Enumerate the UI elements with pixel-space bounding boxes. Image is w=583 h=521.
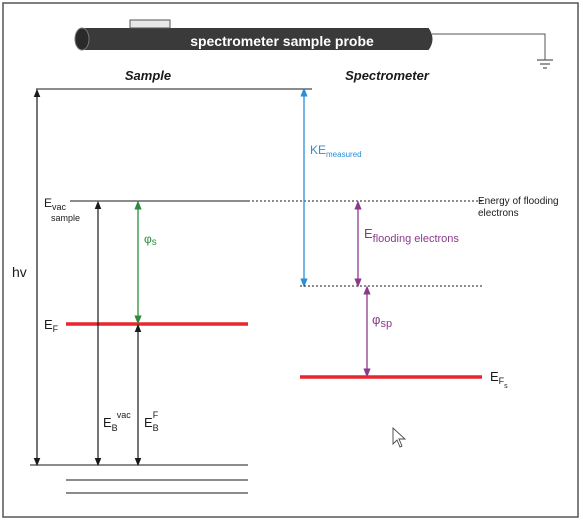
evac-label: Evac bbox=[44, 196, 67, 212]
hv-label: hv bbox=[12, 264, 27, 280]
ke-measured-label: KEmeasured bbox=[310, 143, 362, 159]
mouse-pointer-icon bbox=[392, 426, 407, 448]
phi-s-label: φs bbox=[144, 232, 157, 248]
probe-label: spectrometer sample probe bbox=[190, 33, 374, 49]
flooding-note-line1: Energy of flooding bbox=[478, 196, 559, 207]
sample-probe: spectrometer sample probe bbox=[74, 19, 546, 60]
spectrometer-heading: Spectrometer bbox=[345, 68, 430, 83]
flooding-note-line2: electrons bbox=[478, 208, 519, 219]
flooding-energy-label: Eflooding electrons bbox=[364, 226, 459, 245]
ground-symbol-icon bbox=[537, 59, 553, 69]
sample-holder bbox=[129, 19, 171, 29]
ebvac-label: EBvac bbox=[103, 410, 131, 433]
efs-label: EFs bbox=[490, 369, 508, 390]
ef-label: EF bbox=[44, 317, 59, 334]
ebf-label: EBF bbox=[144, 410, 159, 433]
sample-heading: Sample bbox=[125, 68, 171, 83]
evac-sample-label: sample bbox=[51, 213, 80, 223]
phi-sp-label: φsp bbox=[372, 312, 392, 330]
